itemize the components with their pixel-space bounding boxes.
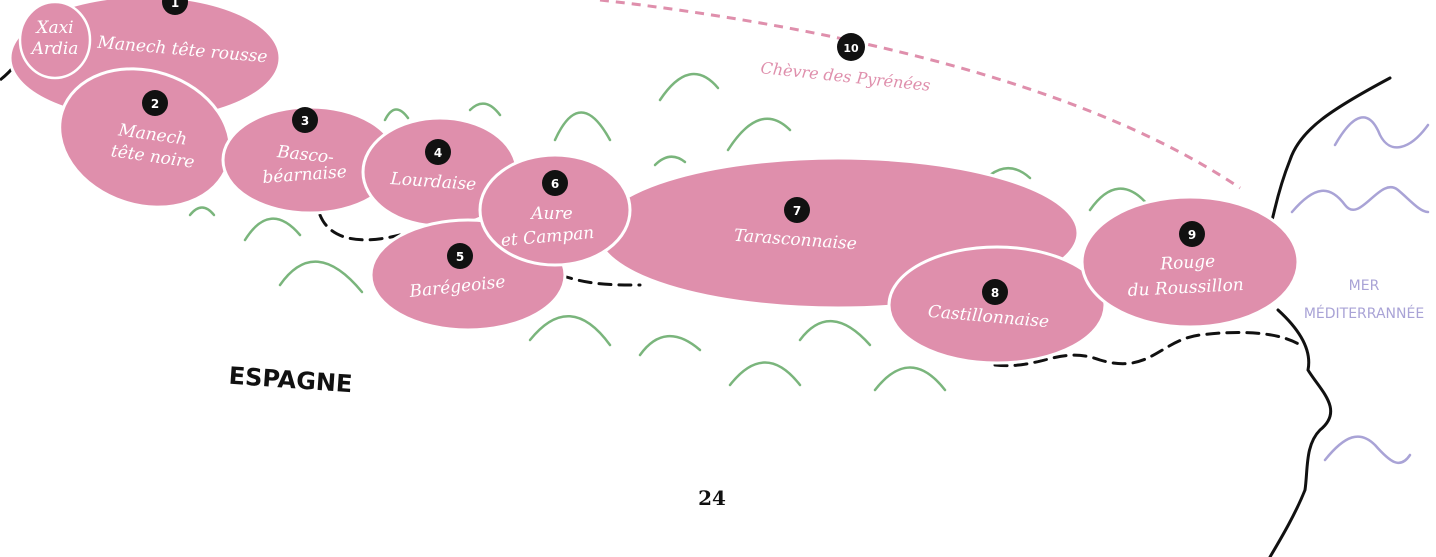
- mountain-mark: [726, 117, 792, 152]
- svg-text:4: 4: [434, 146, 442, 160]
- markers: 1 2 3 4 5 6 7 8 9 10: [142, 0, 1205, 305]
- breed-regions: [8, 0, 1300, 365]
- mountain-mark: [468, 102, 502, 117]
- svg-text:9: 9: [1188, 228, 1196, 242]
- mountain-mark: [278, 260, 364, 294]
- mountain-mark: [798, 320, 872, 347]
- sea-waves: [1290, 116, 1430, 465]
- region-aure-campan: [478, 153, 632, 267]
- svg-text:2: 2: [151, 97, 159, 111]
- sea-label-line2: MÉDITERRANNÉE: [1304, 305, 1424, 322]
- mountain-mark: [988, 167, 1032, 180]
- border-lines: [318, 213, 1302, 368]
- marker-7: 7: [784, 197, 810, 223]
- mountains: [188, 72, 1150, 392]
- mountain-mark: [553, 111, 612, 142]
- coastline: [1268, 76, 1392, 557]
- marker-3: 3: [292, 107, 318, 133]
- svg-text:8: 8: [991, 286, 999, 300]
- marker-2: 2: [142, 90, 168, 116]
- goat-range-route: [599, 0, 1241, 190]
- goat-label: Chèvre des Pyrénées: [760, 58, 932, 95]
- mountain-mark: [1088, 187, 1150, 212]
- label-aure-line1: Aure: [529, 204, 572, 224]
- marker-6: 6: [542, 170, 568, 196]
- country-label: ESPAGNE: [228, 362, 353, 399]
- mountain-mark: [243, 217, 302, 242]
- border-segment: [993, 331, 1302, 368]
- svg-text:10: 10: [843, 42, 859, 55]
- label-rouge-line1: Rouge: [1159, 252, 1216, 275]
- wave-mark: [1333, 116, 1430, 149]
- wave-mark: [1323, 435, 1412, 465]
- svg-text:6: 6: [551, 177, 559, 191]
- marker-10: 10: [837, 33, 865, 61]
- region-rouge-roussillon: [1080, 195, 1300, 329]
- xaxi-line2: Ardia: [30, 39, 79, 59]
- mountain-mark: [728, 361, 802, 387]
- mountain-mark: [638, 334, 702, 357]
- xaxi-line1: Xaxi: [34, 18, 73, 38]
- page-number: 24: [698, 486, 726, 510]
- mountain-mark: [873, 366, 947, 392]
- mountain-mark: [528, 314, 612, 347]
- marker-9: 9: [1179, 221, 1205, 247]
- region-castillonnaise: [887, 245, 1107, 365]
- mountain-mark: [383, 108, 410, 122]
- border-segment: [318, 213, 402, 242]
- svg-text:7: 7: [793, 204, 801, 218]
- svg-text:1: 1: [171, 0, 179, 10]
- mountain-mark: [658, 72, 720, 102]
- marker-5: 5: [447, 243, 473, 269]
- mountain-mark: [653, 155, 687, 167]
- marker-1: 1: [162, 0, 188, 15]
- sea-label-line1: MER: [1349, 278, 1380, 294]
- mountain-mark: [188, 206, 216, 217]
- marker-8: 8: [982, 279, 1008, 305]
- svg-text:5: 5: [456, 250, 464, 264]
- region-xaxi-ardia: [18, 0, 92, 80]
- wave-mark: [1290, 186, 1430, 214]
- marker-4: 4: [425, 139, 451, 165]
- border-segment: [558, 273, 642, 287]
- svg-text:3: 3: [301, 114, 309, 128]
